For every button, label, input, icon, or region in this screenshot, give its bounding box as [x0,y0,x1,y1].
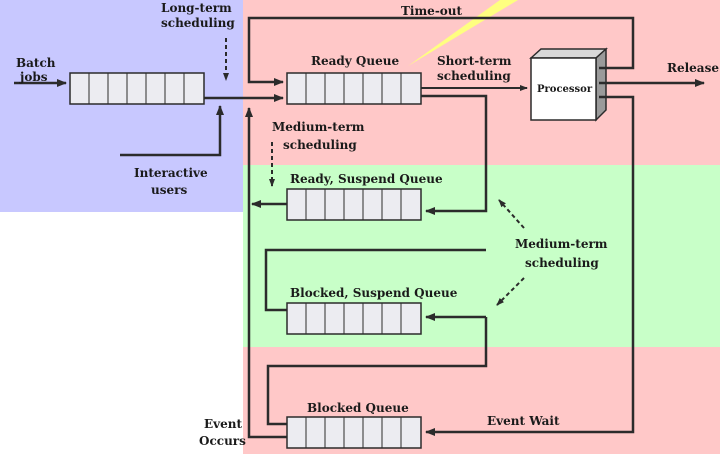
blocked-queue-label: Blocked Queue [307,401,409,415]
interactive-users-label: Interactive [134,166,208,180]
ready-queue [286,72,422,105]
event-occurs-label-2: Occurs [199,434,246,448]
blocked-suspend-queue-label: Blocked, Suspend Queue [290,286,458,300]
batch-jobs-label: Batch [16,56,56,70]
processor-label: Processor [537,84,593,95]
long-term-scheduling-label: Long-term [161,1,232,15]
time-out-label: Time-out [401,4,463,18]
blocked-suspend-queue [286,302,422,335]
short-term-scheduling-label-2: scheduling [437,69,511,83]
long-term-scheduling-label-2: scheduling [161,16,235,30]
ready-suspend-queue [286,188,422,221]
processor [529,47,608,122]
medium-term-right-label-2: scheduling [525,256,599,270]
batch-jobs-label-2: jobs [19,70,48,84]
short-term-scheduling-label: Short-term [437,54,512,68]
blocked-queue [286,416,422,449]
medium-term-top-label: Medium-term [272,120,365,134]
long-term-region [0,0,243,212]
ready-suspend-queue-label: Ready, Suspend Queue [290,172,443,186]
medium-term-top-label-2: scheduling [283,138,357,152]
interactive-users-label-2: users [151,183,187,197]
batch-queue [69,72,205,105]
ready-queue-label: Ready Queue [311,54,399,68]
event-wait-label: Event Wait [487,414,560,428]
medium-term-right-label: Medium-term [515,237,608,251]
release-label: Release [667,61,719,75]
highlight-beam [408,0,518,66]
event-occurs-label: Event [204,417,242,431]
